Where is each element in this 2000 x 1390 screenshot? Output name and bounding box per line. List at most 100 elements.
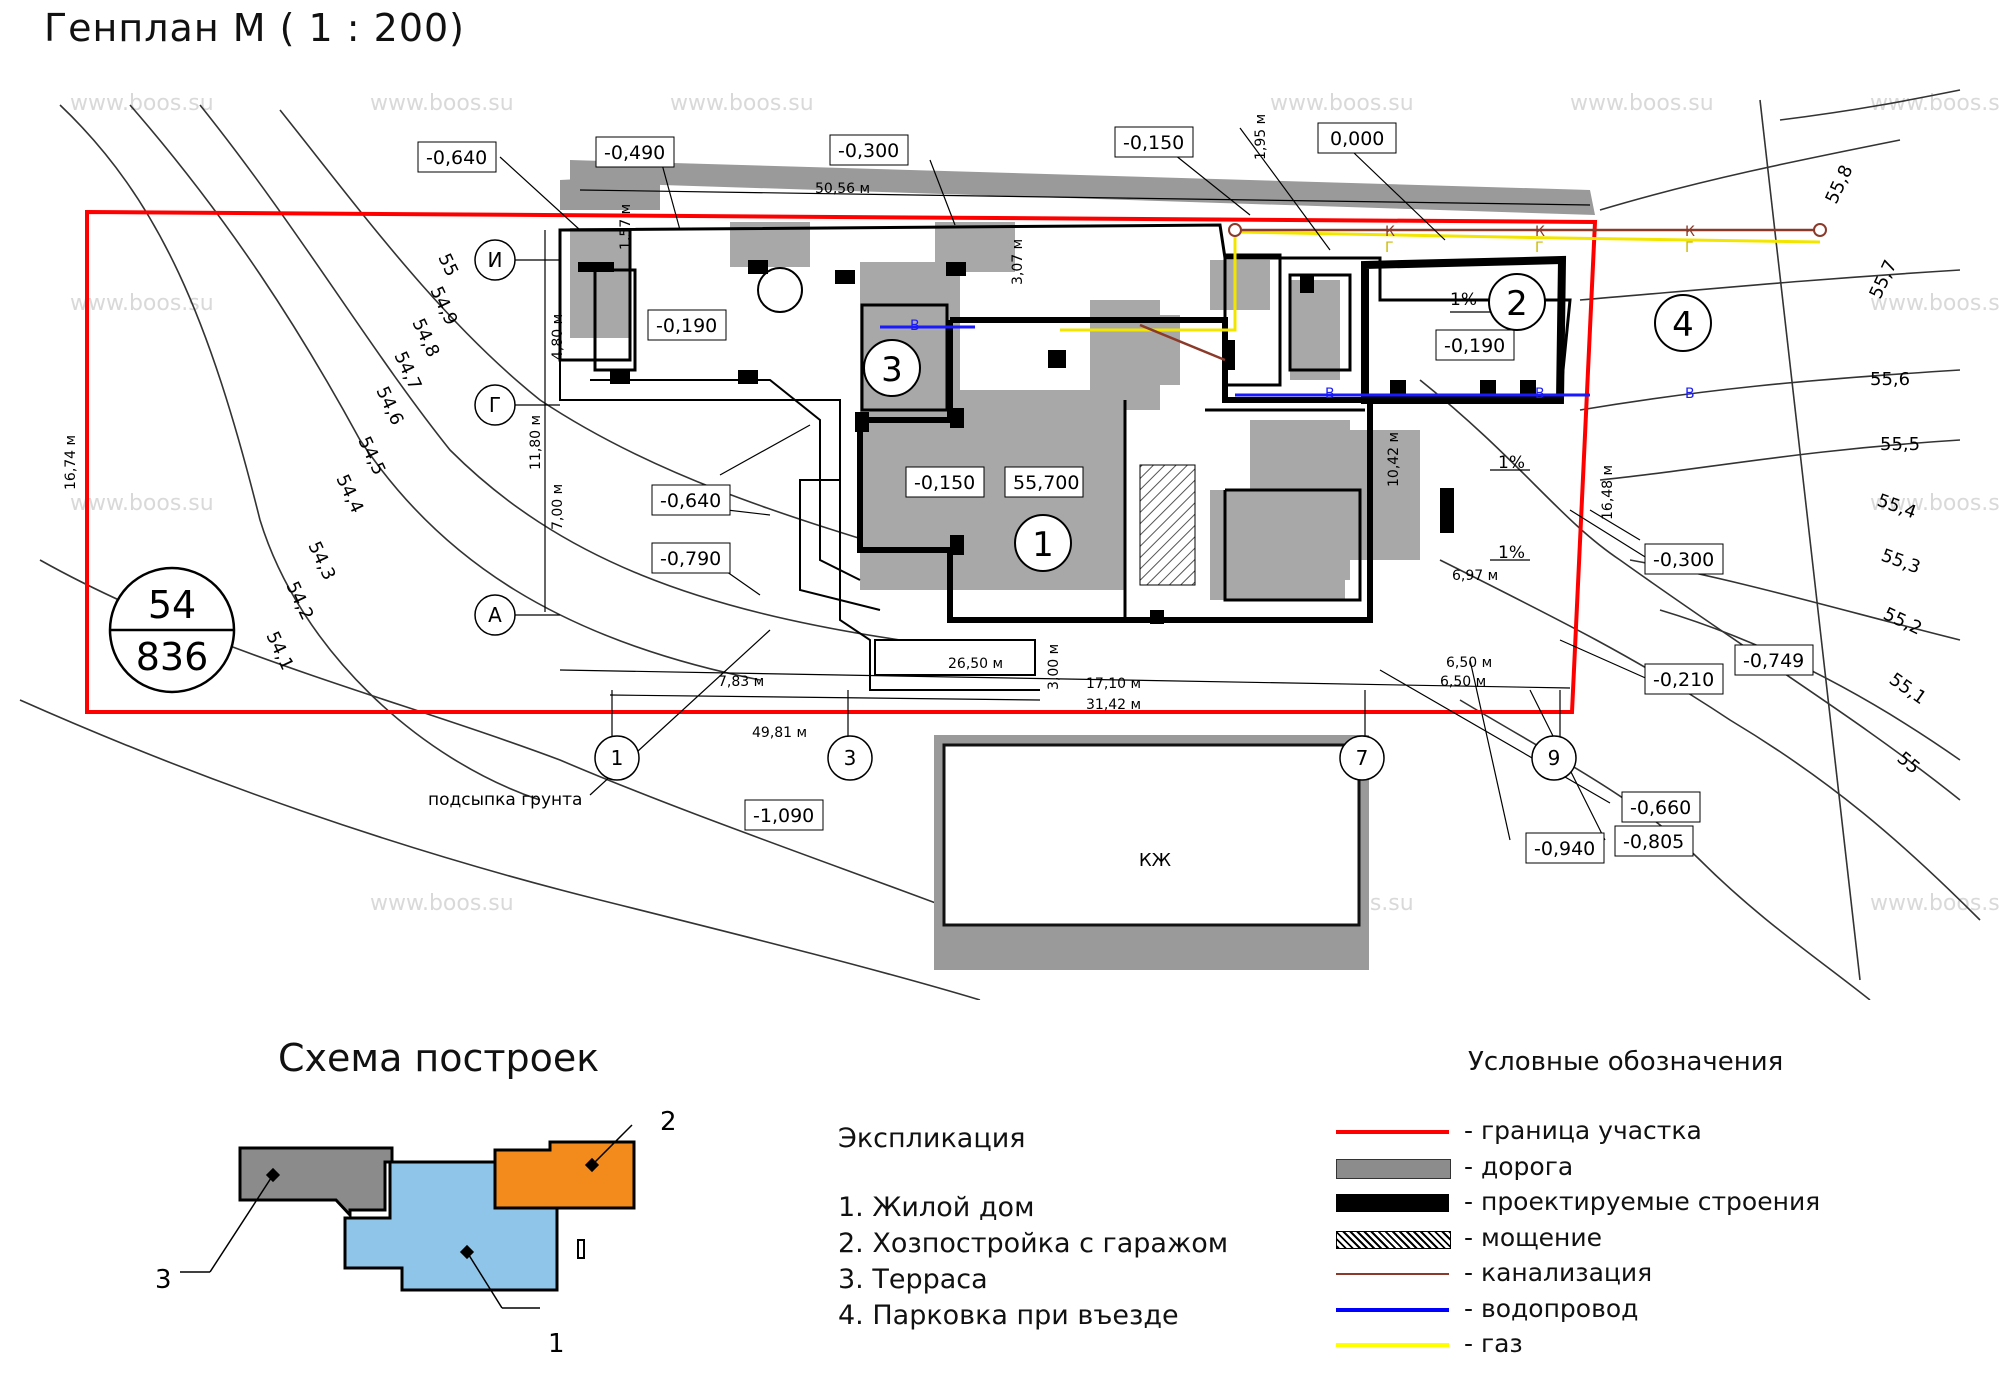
elevation-label: -0,660 [1630, 797, 1691, 819]
elevation-label: -0,150 [1123, 132, 1184, 154]
legend-swatch-water [1336, 1307, 1449, 1312]
sheet-title: Генплан М ( 1 : 200) [44, 6, 466, 50]
schema-callout: 2 [660, 1107, 677, 1137]
building-marker: 2 [1488, 273, 1546, 331]
dimension-label: 7,00 м [550, 484, 566, 530]
legend-title: Условные обозначения [1468, 1047, 1784, 1077]
contour-label: 54,9 [425, 283, 461, 328]
explication-item: 1. Жилой дом [838, 1192, 1035, 1223]
contour-label: 54,6 [371, 383, 407, 428]
gas-mark: Г [1385, 240, 1394, 256]
dimension-label: 1,57 м [618, 204, 634, 250]
dimension-label: 50,56 м [815, 181, 870, 197]
dimension-label: 10,42 м [1386, 432, 1402, 487]
svg-text:1: 1 [1032, 525, 1054, 565]
slope-label: 1% [1450, 290, 1477, 310]
contour-labels: 55 54,9 54,8 54,7 54,6 54,5 54,4 54,3 54… [261, 162, 1930, 779]
svg-text:А: А [488, 603, 502, 627]
water-mark: В [1685, 386, 1695, 402]
elevation-label: -0,640 [660, 490, 721, 512]
contour-label: 54,4 [331, 471, 367, 516]
legend-label: - граница участка [1464, 1116, 1702, 1145]
svg-text:4: 4 [1672, 305, 1694, 345]
dimension-label: 6,97 м [1452, 568, 1498, 584]
svg-text:7: 7 [1356, 746, 1369, 770]
watermark: www.boos.su [1870, 891, 2000, 916]
legend-swatch-buildings [1336, 1194, 1449, 1212]
watermark: www.boos.su [1270, 91, 1414, 116]
gas-mark: Г [1685, 240, 1694, 256]
slope-label: 1% [1498, 543, 1525, 563]
parcel-number: 54 [148, 583, 196, 627]
contour-label: 55,3 [1878, 545, 1923, 578]
contour-label: 55,2 [1880, 603, 1925, 639]
garage-label: КЖ [1139, 850, 1172, 871]
slope-marks: 1% 1% 1% 1% [1450, 290, 1530, 563]
svg-text:3: 3 [844, 746, 857, 770]
watermark: www.boos.su [370, 91, 514, 116]
dimension-label: 31,42 м [1086, 697, 1141, 713]
dimension-label: 3,07 м [1010, 239, 1026, 285]
axis-bubble: 9 [1531, 735, 1577, 781]
fill-note: подсыпка грунта [428, 790, 582, 810]
gas-mark: Г [1535, 240, 1544, 256]
contour-label: 54,7 [389, 348, 425, 393]
grid-axes: И Г А 1 3 7 9 [474, 239, 1577, 781]
water-mark: В [1535, 386, 1545, 402]
explication-item: 4. Парковка при въезде [838, 1300, 1179, 1331]
building-markers: 1 2 3 4 [863, 273, 1712, 572]
dimension-label: 6,50 м [1440, 674, 1486, 690]
watermark: www.boos.su [670, 91, 814, 116]
svg-text:3: 3 [881, 350, 903, 390]
schema-shed [493, 1140, 636, 1210]
contour-label: 55,1 [1885, 669, 1930, 709]
legend-label: - водопровод [1464, 1293, 1639, 1323]
legend-swatch-gas [1336, 1343, 1449, 1347]
axis-bubble: 7 [1339, 735, 1385, 781]
axis-bubble: 3 [827, 735, 873, 781]
svg-text:9: 9 [1548, 746, 1561, 770]
contour-label: 55 [433, 250, 462, 280]
utilities [880, 223, 1827, 397]
contour-label: 54,1 [261, 628, 297, 673]
legend-label: - канализация [1464, 1258, 1653, 1287]
explication-item: 3. Терраса [838, 1264, 988, 1295]
axis-bubble: Г [474, 384, 516, 426]
dimension-label: 1,95 м [1253, 114, 1269, 160]
garage-apron [934, 735, 1369, 970]
dimension-label: 3,00 м [1046, 644, 1062, 690]
buildings-schema: 1 2 3 [155, 1107, 677, 1359]
building-marker: 4 [1654, 294, 1712, 352]
elevation-label: -1,090 [753, 805, 814, 827]
legend-label: - дорога [1464, 1151, 1574, 1181]
elevation-label: 0,000 [1330, 128, 1384, 150]
axis-bubble: И [474, 239, 516, 281]
legend-label: - проектируемые строения [1464, 1187, 1821, 1216]
water-mark: В [1325, 386, 1335, 402]
dimension-lines [480, 127, 1651, 841]
site-plan-drawing: www.boos.su www.boos.su www.boos.su www.… [19, 89, 2000, 1000]
legend-swatch-sewer [1336, 1273, 1449, 1275]
schema-callout: 1 [548, 1329, 565, 1359]
explication-item: 2. Хозпостройка с гаражом [838, 1228, 1229, 1259]
dimension-label: 26,50 м [948, 656, 1003, 672]
axis-bubble: А [474, 594, 516, 636]
contour-label: 54,3 [303, 538, 339, 583]
watermark: www.boos.su [70, 291, 214, 316]
contour-label: 55,5 [1880, 434, 1920, 455]
schema-column [577, 1239, 585, 1259]
elevation-label: -0,300 [838, 140, 899, 162]
contour-label: 54,5 [353, 433, 389, 478]
contour-label: 54,2 [281, 578, 317, 623]
parcel-boundary [85, 209, 1598, 714]
parcel-area: 836 [136, 635, 209, 679]
gas-line [1234, 230, 1821, 244]
contour-label: 55,8 [1821, 162, 1857, 207]
elevation-label: -0,640 [426, 147, 487, 169]
sewer-mark: К [1685, 224, 1695, 240]
dimension-label: 16,74 м [63, 435, 79, 490]
elevation-label: -0,190 [1444, 335, 1505, 357]
svg-text:Г: Г [489, 393, 501, 417]
watermark: www.boos.su [1870, 291, 2000, 316]
